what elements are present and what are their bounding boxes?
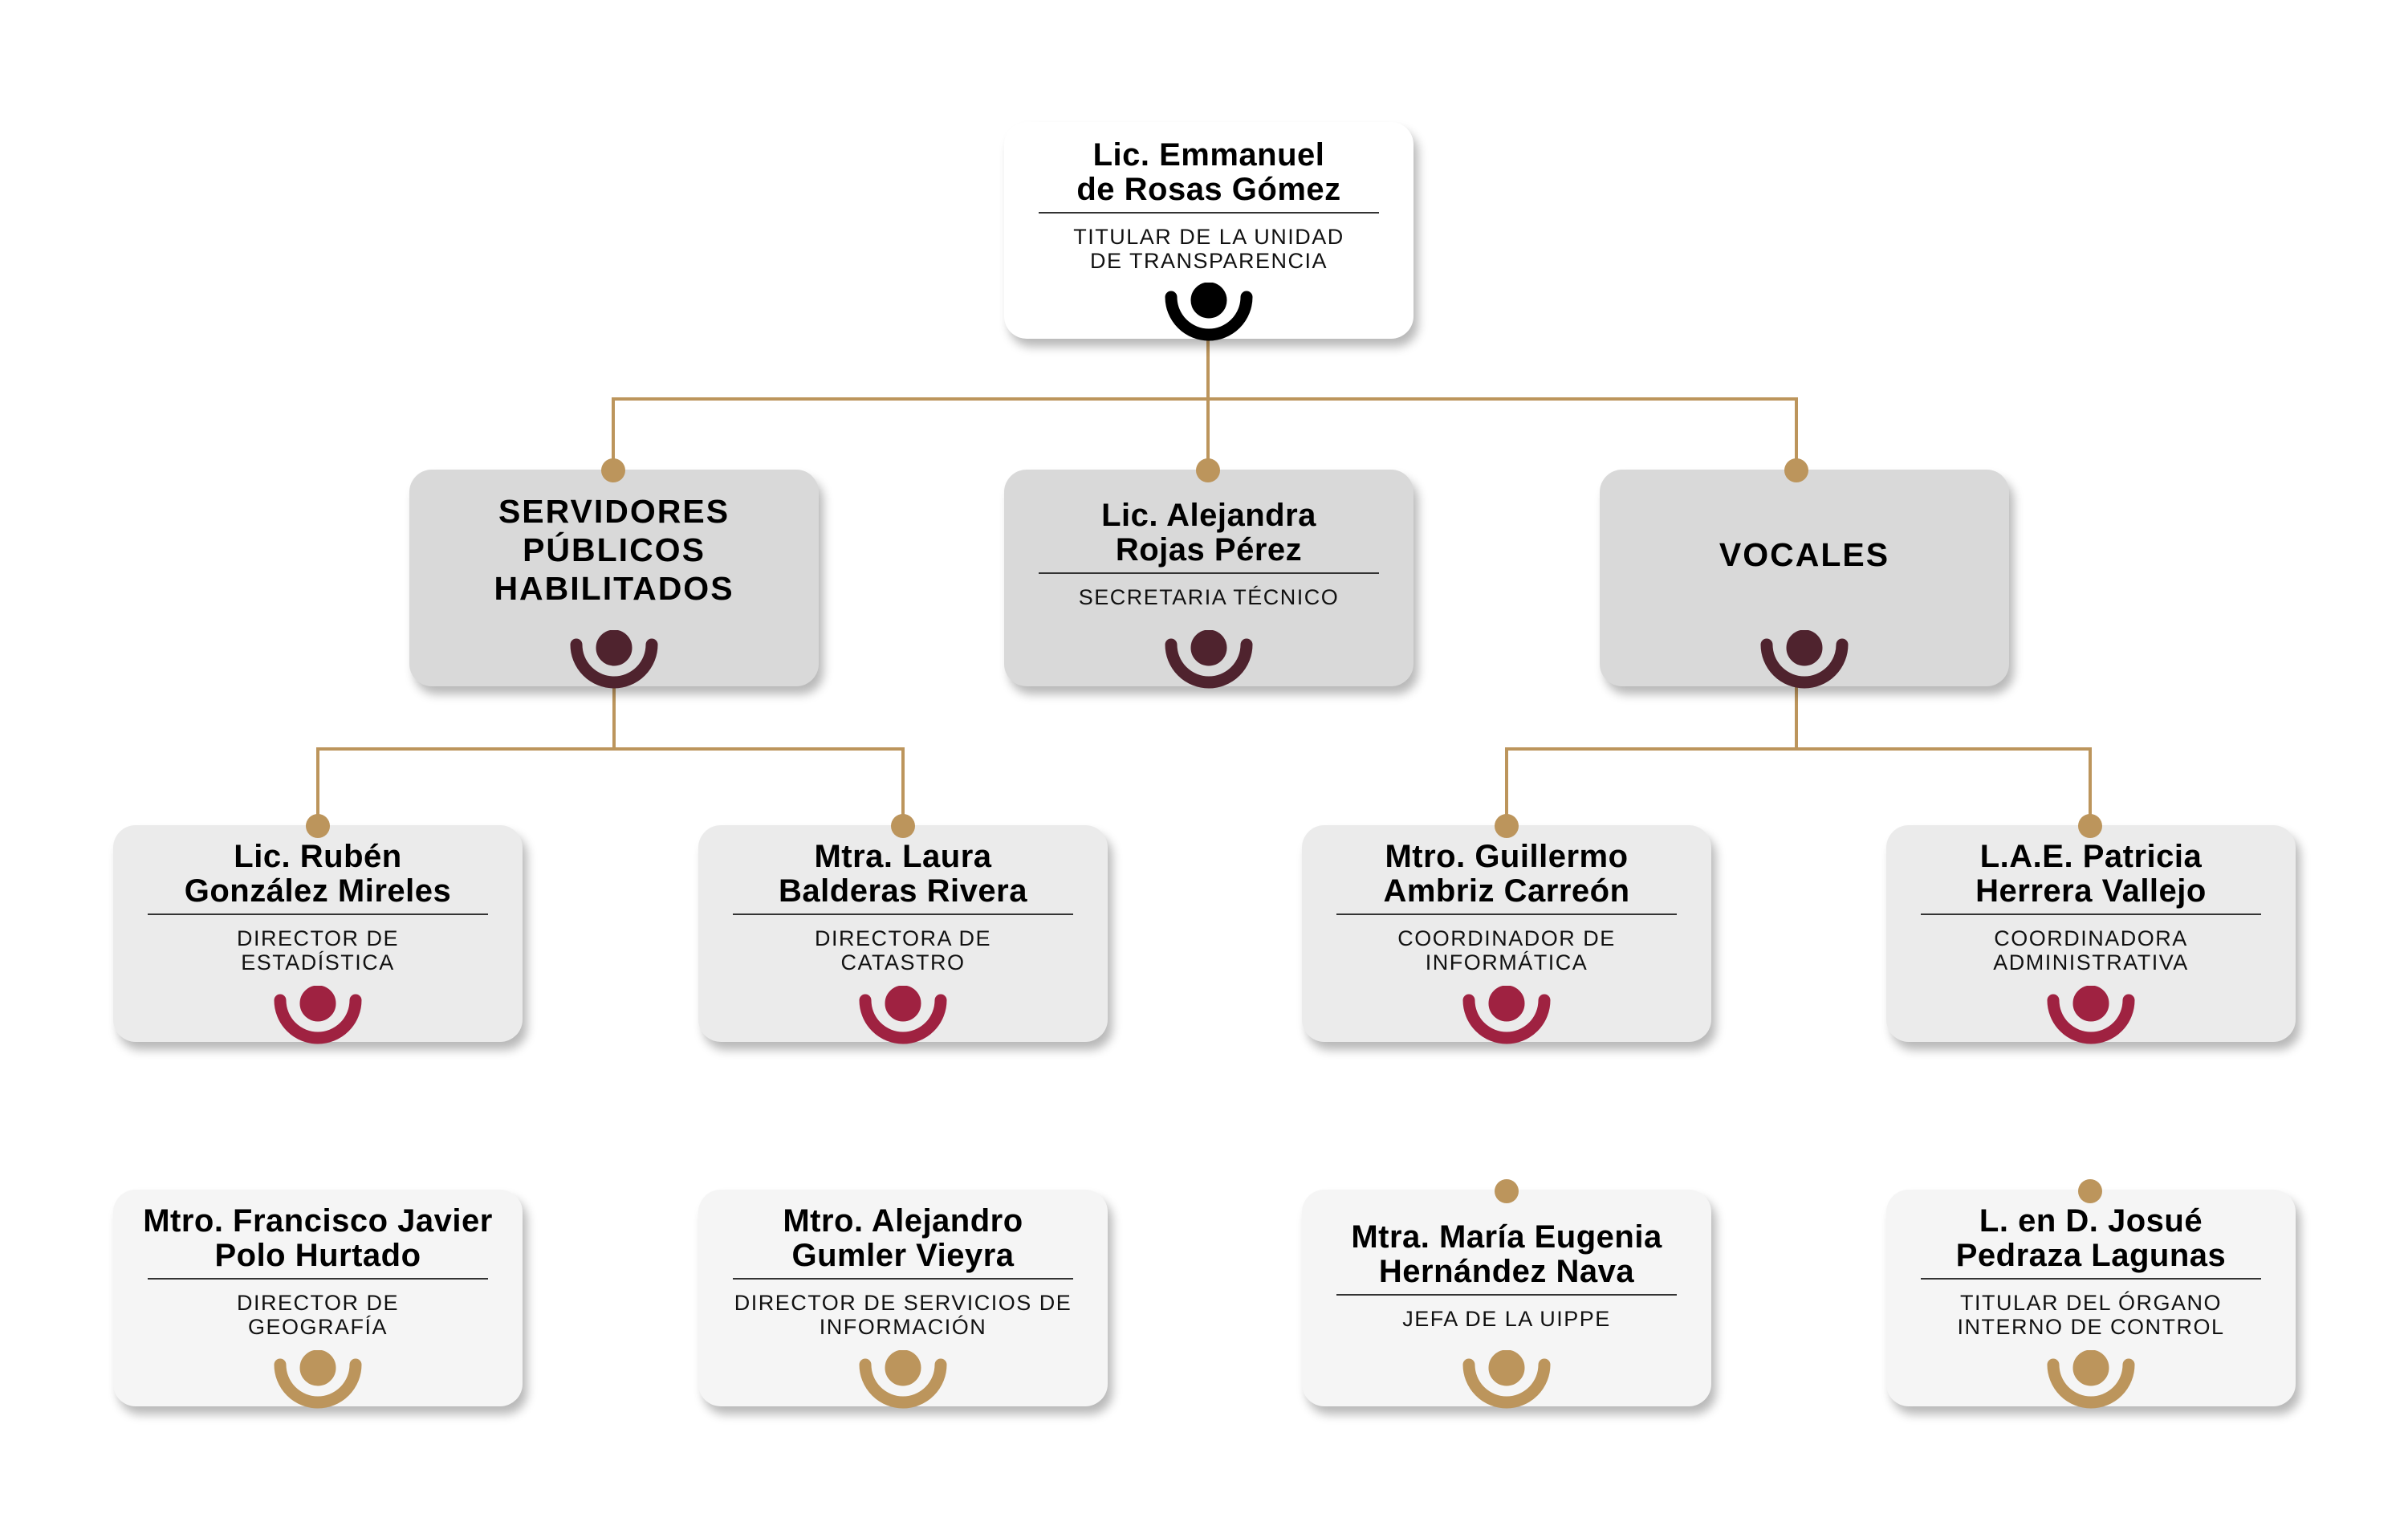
person-icon <box>859 1350 947 1416</box>
person-icon <box>1165 630 1253 696</box>
member-role: JEFA DE LA UIPPE <box>1402 1307 1611 1331</box>
divider <box>733 1278 1073 1280</box>
person-icon <box>274 986 362 1052</box>
member-card: Mtra. Laura Balderas Rivera DIRECTORA DE… <box>698 825 1108 1042</box>
member-role: COORDINADOR DE INFORMÁTICA <box>1397 926 1616 975</box>
connector-dot <box>1784 458 1808 482</box>
person-icon <box>1760 630 1849 696</box>
member-card: Mtro. Francisco Javier Polo Hurtado DIRE… <box>113 1190 523 1406</box>
member-name: Mtra. Laura Balderas Rivera <box>779 839 1027 909</box>
person-icon <box>1462 986 1551 1052</box>
divider <box>1336 1294 1677 1296</box>
person-icon <box>1165 283 1253 348</box>
connector-dot <box>306 814 330 838</box>
connector-head-to-level2 <box>612 337 1798 470</box>
head-role: TITULAR DE LA UNIDAD DE TRANSPARENCIA <box>1073 225 1344 273</box>
connector-dot <box>2078 1179 2102 1203</box>
divider <box>148 1278 488 1280</box>
divider <box>1039 572 1379 574</box>
member-role: DIRECTOR DE ESTADÍSTICA <box>236 926 400 975</box>
secretaria-card: Lic. Alejandra Rojas Pérez SECRETARIA TÉ… <box>1004 470 1413 686</box>
member-role: TITULAR DEL ÓRGANO INTERNO DE CONTROL <box>1957 1291 2225 1339</box>
member-role: DIRECTORA DE CATASTRO <box>814 926 992 975</box>
connector-dot <box>1495 814 1519 838</box>
member-role: DIRECTOR DE GEOGRAFÍA <box>236 1291 400 1339</box>
divider <box>1336 913 1677 915</box>
vocales-card: VOCALES <box>1600 470 2009 686</box>
secretaria-role: SECRETARIA TÉCNICO <box>1078 585 1340 609</box>
servidores-title: SERVIDORES PÚBLICOS HABILITADOS <box>494 493 734 607</box>
member-role: DIRECTOR DE SERVICIOS DE INFORMACIÓN <box>734 1291 1072 1339</box>
head-name: Lic. Emmanuel de Rosas Gómez <box>1076 137 1341 207</box>
member-role: COORDINADORA ADMINISTRATIVA <box>1993 926 2189 975</box>
divider <box>1921 913 2261 915</box>
member-card: Mtra. María Eugenia Hernández Nava JEFA … <box>1302 1190 1711 1406</box>
connector-dot <box>1196 458 1220 482</box>
person-icon <box>859 986 947 1052</box>
person-icon <box>2047 986 2135 1052</box>
person-icon <box>1462 1350 1551 1416</box>
person-icon <box>2047 1350 2135 1416</box>
divider <box>1039 212 1379 214</box>
member-name: Mtro. Francisco Javier Polo Hurtado <box>143 1203 493 1273</box>
member-name: L.A.E. Patricia Herrera Vallejo <box>1975 839 2207 909</box>
member-name: Mtro. Guillermo Ambriz Carreón <box>1383 839 1630 909</box>
head-card: Lic. Emmanuel de Rosas Gómez TITULAR DE … <box>1004 122 1413 339</box>
member-name: Lic. Rubén González Mireles <box>184 839 452 909</box>
connector-dot <box>2078 814 2102 838</box>
vocales-title: VOCALES <box>1719 536 1890 573</box>
connector-dot <box>601 458 625 482</box>
member-card: L.A.E. Patricia Herrera Vallejo COORDINA… <box>1886 825 2296 1042</box>
divider <box>733 913 1073 915</box>
divider <box>1921 1278 2261 1280</box>
member-card: Lic. Rubén González Mireles DIRECTOR DE … <box>113 825 523 1042</box>
servidores-card: SERVIDORES PÚBLICOS HABILITADOS <box>409 470 819 686</box>
member-name: Mtra. María Eugenia Hernández Nava <box>1351 1219 1662 1289</box>
connector-vocales-branch <box>1505 682 2092 823</box>
secretaria-name: Lic. Alejandra Rojas Pérez <box>1101 498 1316 568</box>
person-icon <box>274 1350 362 1416</box>
connector-dot <box>1495 1179 1519 1203</box>
member-card: L. en D. Josué Pedraza Lagunas TITULAR D… <box>1886 1190 2296 1406</box>
divider <box>148 913 488 915</box>
member-name: Mtro. Alejandro Gumler Vieyra <box>783 1203 1023 1273</box>
connector-dot <box>891 814 915 838</box>
person-icon <box>570 630 658 696</box>
member-card: Mtro. Alejandro Gumler Vieyra DIRECTOR D… <box>698 1190 1108 1406</box>
member-card: Mtro. Guillermo Ambriz Carreón COORDINAD… <box>1302 825 1711 1042</box>
member-name: L. en D. Josué Pedraza Lagunas <box>1955 1203 2227 1273</box>
connector-servidores-branch <box>316 682 905 823</box>
